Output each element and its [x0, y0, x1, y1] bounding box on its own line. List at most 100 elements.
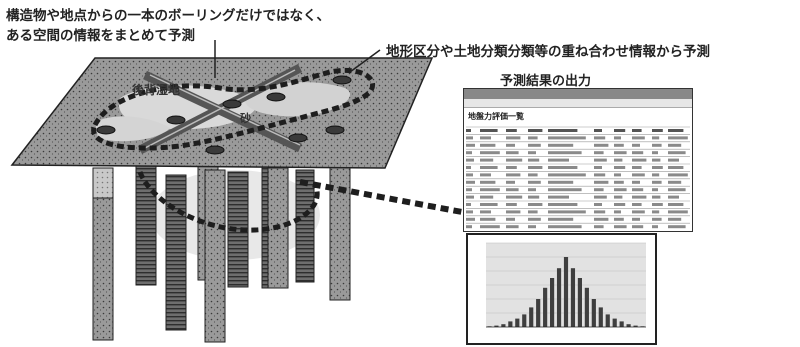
table-cell — [652, 180, 662, 184]
table-cell — [614, 195, 623, 199]
table-cell — [528, 158, 540, 162]
table-cell — [480, 136, 491, 140]
table-cell — [528, 129, 543, 132]
table-cell — [506, 136, 521, 140]
histogram-bar — [591, 299, 596, 327]
table-cell — [466, 136, 473, 140]
table-cell — [594, 195, 607, 199]
table-cell — [652, 188, 658, 192]
table-cell — [652, 210, 660, 214]
histogram-bar — [515, 318, 520, 327]
table-cell — [506, 151, 519, 155]
table-cell — [632, 129, 642, 132]
table-cell — [548, 195, 569, 199]
histogram-bar — [556, 268, 562, 327]
table-cell — [548, 188, 582, 192]
histogram-bar — [633, 325, 638, 327]
table-cell — [506, 210, 521, 214]
table-cell — [466, 143, 475, 147]
table-cell — [594, 129, 602, 132]
table-cell — [652, 151, 658, 155]
caption-output: 予測結果の出力 — [500, 74, 592, 89]
table-cell — [548, 180, 574, 184]
table-cell — [632, 225, 644, 229]
table-cell — [632, 158, 647, 162]
table-cell — [506, 217, 515, 221]
table-cell — [594, 203, 602, 206]
table-cell — [506, 166, 517, 169]
table-cell — [614, 143, 624, 147]
table-cell — [614, 180, 624, 184]
output-histogram-frame — [466, 233, 657, 345]
table-cell — [652, 166, 663, 169]
region-boundary-subsurface — [137, 171, 320, 233]
window-toolbar — [464, 99, 692, 108]
region-boundary-upper — [91, 67, 375, 151]
table-cell — [480, 217, 496, 221]
table-cell — [506, 143, 515, 147]
table-cell — [480, 166, 498, 169]
histogram-bar — [529, 307, 534, 327]
table-cell — [548, 166, 578, 169]
table-cell — [652, 143, 662, 147]
table-cell — [506, 225, 519, 229]
table-cell — [528, 203, 543, 206]
table-cell — [632, 180, 640, 184]
histogram-bar — [501, 324, 506, 327]
table-cell — [594, 180, 609, 184]
table-cell — [614, 217, 624, 221]
table-cell — [480, 188, 500, 192]
table-cell — [614, 129, 626, 132]
table-cell — [528, 180, 541, 184]
table-cell — [506, 195, 523, 199]
table-cell — [594, 210, 606, 214]
table-cell — [480, 173, 491, 177]
table-cell — [548, 143, 574, 147]
table-cell — [668, 188, 686, 192]
table-cell — [594, 136, 606, 140]
histogram-bar — [522, 314, 527, 327]
table-cell — [652, 136, 660, 140]
table-cell — [632, 210, 645, 214]
table-cell — [528, 173, 538, 177]
table-cell — [466, 180, 475, 184]
table-cell — [668, 210, 688, 214]
table-cell — [614, 166, 626, 169]
table-cell — [548, 151, 582, 155]
histogram-bar — [577, 278, 582, 327]
surface-region-sand — [244, 82, 351, 117]
table-cell — [528, 166, 543, 169]
table-cell — [466, 195, 474, 199]
caption-boring-line1: 構造物や地点からの一本のボーリングだけではなく、 — [6, 8, 330, 24]
table-cell — [594, 217, 609, 221]
table-cell — [668, 217, 682, 221]
table-cell — [548, 158, 569, 162]
table-cell — [466, 151, 472, 155]
table-cell — [506, 203, 517, 206]
histogram-bar — [612, 318, 617, 327]
table-cell — [466, 129, 471, 132]
histogram-bar — [563, 257, 569, 327]
histogram-bar — [543, 287, 548, 327]
table-cell — [466, 217, 475, 221]
table-cell — [668, 143, 682, 147]
table-cell — [466, 173, 473, 177]
table-cell — [594, 143, 609, 147]
table-cell — [632, 173, 645, 177]
table-cell — [614, 203, 626, 206]
table-cell — [594, 158, 607, 162]
table-cell — [528, 188, 536, 192]
boring-hole-markers — [96, 75, 352, 155]
table-cell — [506, 188, 519, 192]
output-connector-line — [299, 179, 463, 215]
histogram-bar — [550, 278, 555, 327]
table-cell — [614, 210, 621, 214]
table-cell — [548, 203, 578, 206]
table-cell — [594, 173, 606, 177]
table-cell — [632, 166, 642, 169]
table-cell — [614, 173, 621, 177]
output-histogram-chart — [486, 242, 646, 328]
table-cell — [594, 151, 604, 155]
table-cell — [632, 143, 640, 147]
